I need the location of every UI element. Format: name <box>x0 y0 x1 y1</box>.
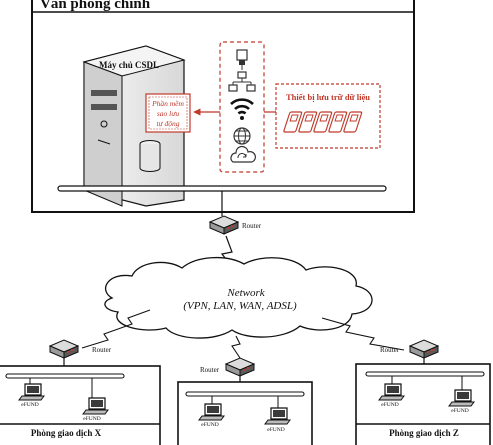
router-branch-x <box>49 339 79 359</box>
router-main <box>209 215 239 235</box>
branch-y-pc2-label: eFUND <box>267 427 284 433</box>
wireless-link <box>321 317 405 351</box>
backup-software-box: Phần mềm sao lưu tự động <box>145 93 191 133</box>
branch-x-label: Phòng giao dịch X <box>31 428 102 438</box>
hard-drive-icon <box>343 111 363 133</box>
hard-drive-icon <box>328 111 348 133</box>
globe-icon <box>233 127 251 145</box>
branch-z-pc1-label: eFUND <box>381 402 398 408</box>
network-cloud <box>104 256 373 339</box>
router-main-label: Router <box>242 222 262 230</box>
branch-z-label: Phòng giao dịch Z <box>389 428 459 438</box>
branch-z-box <box>355 363 491 445</box>
hard-drive-icon <box>313 111 333 133</box>
backup-software-line1: Phần mềm <box>151 99 184 108</box>
backup-software-line3: tự động <box>156 119 179 128</box>
storage-devices <box>275 83 381 149</box>
cloud-sync-icon <box>230 145 256 163</box>
router-branch-y-label: Router <box>200 366 220 374</box>
router-branch-x-label: Router <box>92 346 112 354</box>
db-server <box>82 45 186 207</box>
branch-y-box <box>177 381 313 445</box>
db-server-label: Máy chủ CSDL <box>99 60 159 70</box>
branch-y-pc1-label: eFUND <box>201 422 218 428</box>
hard-drive-icon <box>298 111 318 133</box>
network-title: Network <box>226 287 265 299</box>
wifi-icon <box>230 98 254 120</box>
branch-z-pc2-label: eFUND <box>451 408 468 414</box>
router-branch-z-label: Router <box>380 346 400 354</box>
backup-software-line2: sao lưu <box>157 109 179 118</box>
router-branch-z <box>409 339 439 359</box>
usb-icon <box>236 49 248 70</box>
main-office-title: Văn phòng chính <box>40 0 151 12</box>
connectivity-panel <box>219 41 265 173</box>
branch-x-pc1-label: eFUND <box>21 402 38 408</box>
storage-label: Thiết bị lưu trữ dữ liệu <box>286 92 370 102</box>
lan-network-icon <box>228 71 256 92</box>
wireless-link <box>231 335 241 359</box>
router-branch-y <box>225 357 255 377</box>
branch-x-pc2-label: eFUND <box>83 416 100 422</box>
network-subtitle: (VPN, LAN, WAN, ADSL) <box>183 300 297 312</box>
branch-x-box <box>0 365 161 445</box>
main-office-bus <box>57 185 387 192</box>
hard-drive-icon <box>283 111 303 133</box>
wireless-link <box>81 309 151 349</box>
database-icon <box>139 140 161 172</box>
